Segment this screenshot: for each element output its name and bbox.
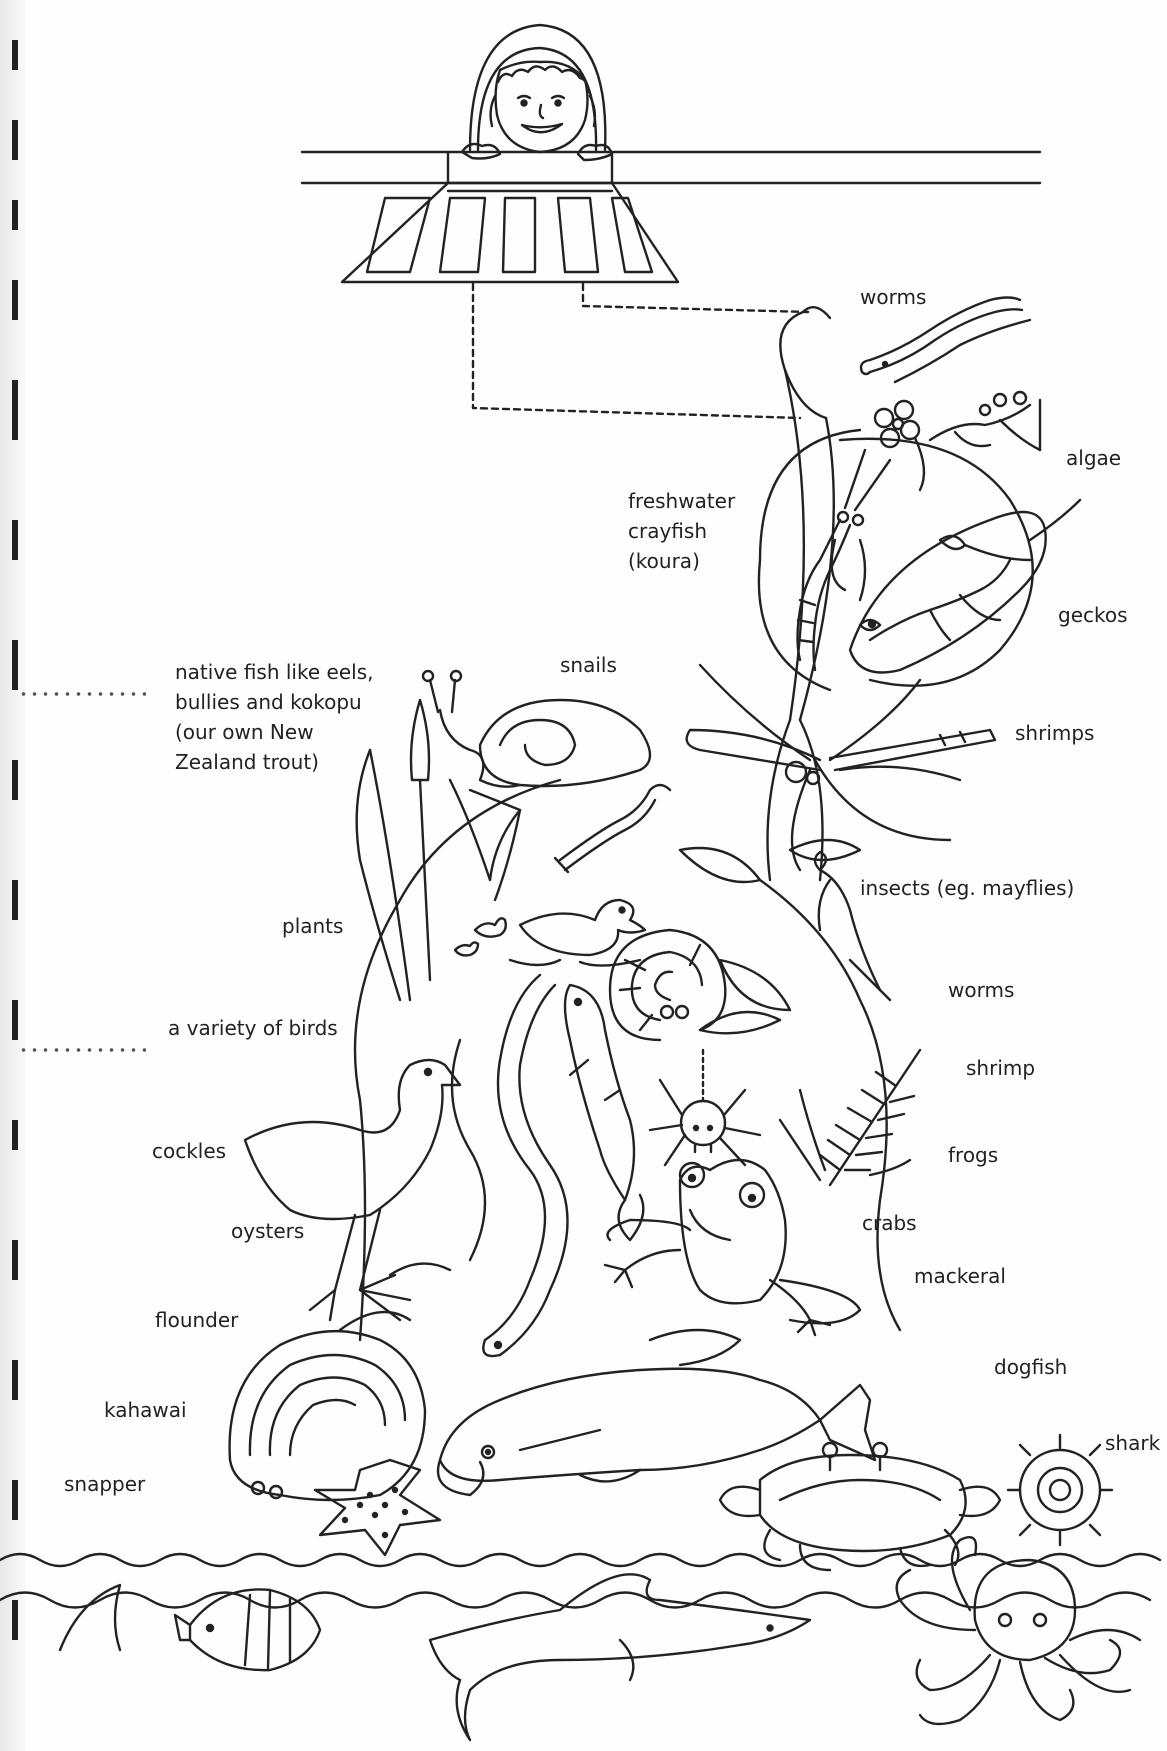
label-dogfish: dogfish (994, 1352, 1067, 1382)
label-birds: a variety of birds (168, 1013, 338, 1043)
label-native-fish: native fish like eels, bullies and kokop… (175, 657, 373, 777)
label-geckos: geckos (1058, 600, 1128, 630)
girl-icon (462, 25, 612, 160)
label-snails: snails (560, 650, 617, 680)
eel-icon (452, 975, 568, 1356)
starfish-icon (315, 1460, 440, 1555)
bird-icon (245, 1060, 460, 1320)
label-insects: insects (eg. mayflies) (860, 873, 1074, 903)
label-worms-top: worms (860, 282, 926, 312)
pond-outline (759, 430, 860, 690)
label-cockles: cockles (152, 1136, 226, 1166)
label-flounder: flounder (155, 1305, 238, 1335)
curb-icon (302, 152, 1040, 183)
ammonite-shell-icon (610, 930, 780, 1040)
label-shark: shark (1105, 1428, 1160, 1458)
cockle-shell-icon (230, 1312, 425, 1500)
land-outline (355, 780, 560, 1340)
label-worms-mid: worms (948, 975, 1014, 1005)
dragonfly-icon (687, 665, 995, 870)
dolphin-icon (430, 1574, 810, 1740)
drain-grate-icon (342, 183, 678, 282)
crab-icon (720, 1443, 1000, 1570)
spider-icon (650, 1050, 760, 1165)
label-algae: algae (1066, 443, 1121, 473)
label-kahawai: kahawai (104, 1395, 187, 1425)
label-plants: plants (282, 911, 343, 941)
label-crabs: crabs (862, 1208, 917, 1238)
label-shrimps: shrimps (1015, 718, 1094, 748)
label-shrimp: shrimp (966, 1053, 1035, 1083)
duck-icon (455, 900, 645, 966)
wave-icon (0, 1554, 1160, 1608)
gecko-icon (850, 500, 1080, 673)
label-snapper: snapper (64, 1469, 145, 1499)
label-freshwater-crayfish: freshwater crayfish (koura) (628, 486, 735, 576)
shrimp-icon (555, 785, 670, 872)
leaf-icon (680, 840, 860, 1010)
flounder-icon (438, 1330, 875, 1495)
label-frogs: frogs (948, 1140, 998, 1170)
frog-icon (605, 1160, 860, 1335)
fish-icon (565, 985, 643, 1240)
label-oysters: oysters (231, 1216, 304, 1246)
pond-outline-2 (840, 439, 1033, 686)
label-mackeral: mackeral (914, 1261, 1006, 1291)
snail-icon (423, 671, 650, 787)
fern-icon (780, 1050, 920, 1185)
sea-anemone-icon (1008, 1435, 1112, 1545)
